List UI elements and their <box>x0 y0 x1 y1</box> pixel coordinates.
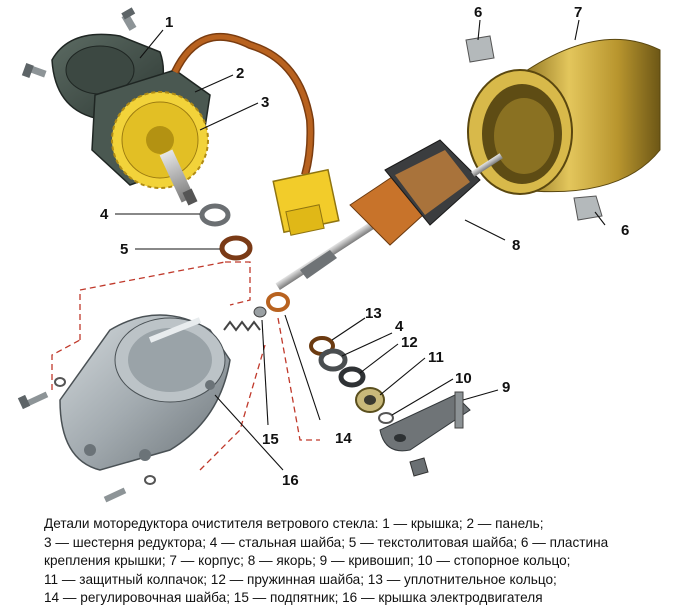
callout-15: 15 <box>262 431 279 448</box>
thrust-bearing <box>253 306 267 318</box>
callout-7: 7 <box>574 4 582 21</box>
callout-8: 8 <box>512 237 520 254</box>
caption-line: крепления крышки; 7 — корпус; 8 — якорь;… <box>44 553 571 569</box>
callout-13: 13 <box>365 305 382 322</box>
motor-end-cover <box>59 314 231 471</box>
crank <box>379 391 471 477</box>
figure-caption: Детали моторедуктора очистителя ветровог… <box>44 515 684 608</box>
caption-line: Детали моторедуктора очистителя ветровог… <box>44 516 544 531</box>
caption-line: 11 — защитный колпачок; 12 — пружинная ш… <box>44 571 557 587</box>
adjusting-washer <box>266 292 290 312</box>
assembly-guide-lines <box>51 261 320 471</box>
protective-cap <box>355 387 385 413</box>
callout-labels: 1 2 3 4 5 6 7 6 8 13 4 12 11 10 9 14 15 … <box>100 4 629 489</box>
bolt-icon <box>21 62 47 78</box>
connector-icon <box>272 168 340 236</box>
callout-9: 9 <box>502 379 510 396</box>
leader-lines <box>115 19 606 471</box>
textolite-washer <box>219 235 253 261</box>
retaining-ring <box>378 412 394 424</box>
steel-washer <box>318 348 348 372</box>
callout-6-bottom: 6 <box>621 222 629 239</box>
callout-6-top: 6 <box>474 4 482 21</box>
exploded-view-diagram: 1 2 3 4 5 6 7 6 8 13 4 12 11 10 9 14 15 … <box>17 4 661 503</box>
callout-5: 5 <box>120 241 128 258</box>
callout-2: 2 <box>236 65 244 82</box>
callout-14: 14 <box>335 430 352 447</box>
callout-12: 12 <box>401 334 418 351</box>
cover-plate <box>573 195 603 221</box>
gear-cover-assembly <box>21 7 315 206</box>
callout-16: 16 <box>282 472 299 489</box>
bolt-icon <box>17 377 66 410</box>
spring <box>223 320 261 332</box>
callout-11: 11 <box>428 349 444 366</box>
cover-plate <box>465 35 495 63</box>
caption-line: 3 — шестерня редуктора; 4 — стальная шай… <box>44 534 609 550</box>
callout-3: 3 <box>261 94 269 111</box>
caption-line: 14 — регулировочная шайба; 15 — подпятни… <box>44 590 543 606</box>
armature <box>275 139 503 291</box>
callout-1: 1 <box>165 14 173 31</box>
callout-4-bottom: 4 <box>395 318 404 335</box>
spring-washer <box>338 366 366 388</box>
bolt-icon <box>103 475 156 503</box>
motor-housing <box>467 38 661 195</box>
steel-washer <box>199 203 231 227</box>
callout-4-top: 4 <box>100 206 109 223</box>
bolt-icon <box>121 7 137 31</box>
callout-10: 10 <box>455 370 472 387</box>
